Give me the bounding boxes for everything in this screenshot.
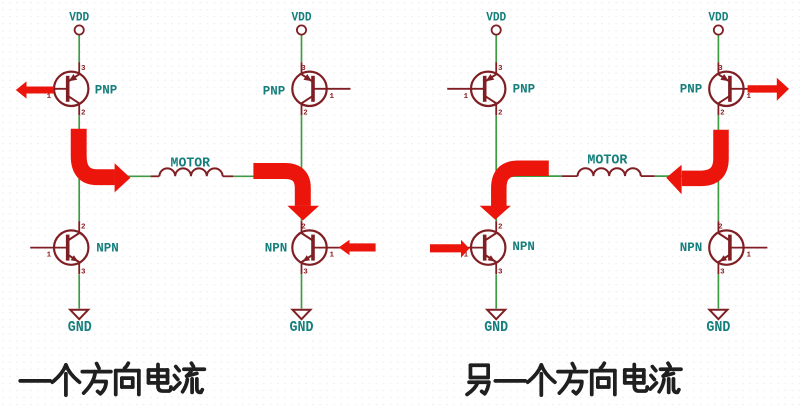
svg-text:2: 2 [498,110,503,118]
svg-text:GND: GND [484,320,508,336]
svg-text:1: 1 [330,93,335,101]
svg-text:2: 2 [720,110,725,118]
svg-text:VDD: VDD [708,10,728,24]
svg-text:GND: GND [68,320,92,336]
svg-text:1: 1 [746,252,751,260]
svg-text:2: 2 [498,224,503,232]
svg-text:3: 3 [498,65,503,73]
svg-text:3: 3 [303,268,308,276]
svg-text:2: 2 [81,110,86,118]
svg-text:1: 1 [746,93,751,101]
svg-text:1: 1 [464,252,469,260]
svg-text:3: 3 [301,65,306,73]
svg-text:3: 3 [718,65,723,73]
svg-text:1: 1 [330,252,335,260]
svg-text:PNP: PNP [263,83,286,98]
svg-text:3: 3 [498,268,503,276]
svg-text:VDD: VDD [69,10,89,24]
svg-text:GND: GND [706,320,730,336]
svg-text:NPN: NPN [96,241,119,256]
svg-text:MOTOR: MOTOR [587,153,628,169]
svg-text:PNP: PNP [513,82,536,97]
svg-text:NPN: NPN [680,240,703,255]
svg-text:PNP: PNP [95,82,118,97]
svg-text:PNP: PNP [680,82,703,97]
svg-text:1: 1 [47,93,52,101]
svg-text:GND: GND [290,320,314,336]
svg-text:2: 2 [303,110,308,118]
svg-text:3: 3 [720,268,725,276]
svg-text:MOTOR: MOTOR [171,155,211,171]
svg-text:3: 3 [81,268,86,276]
svg-text:NPN: NPN [265,241,288,256]
svg-text:1: 1 [464,93,469,101]
svg-text:2: 2 [301,224,306,232]
svg-text:1: 1 [47,252,52,260]
svg-text:3: 3 [81,65,86,73]
svg-text:2: 2 [718,224,723,232]
svg-text:VDD: VDD [292,10,312,24]
svg-text:VDD: VDD [486,10,506,24]
svg-text:2: 2 [81,224,86,232]
svg-text:NPN: NPN [512,239,535,254]
